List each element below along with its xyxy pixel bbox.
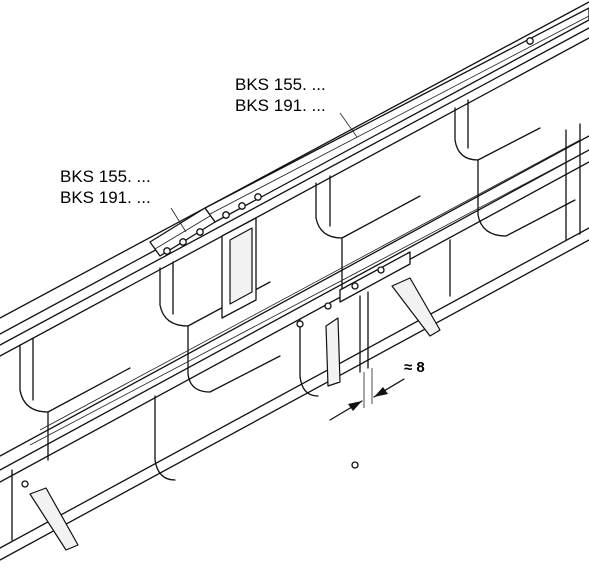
rail-screws — [163, 37, 534, 255]
callout-upper-line2: BKS 191. ... — [235, 96, 326, 115]
segment-joint — [359, 291, 369, 373]
lower-edge-rail — [21, 251, 411, 488]
cover-rail — [149, 7, 589, 257]
callout-lower-line2: BKS 191. ... — [60, 188, 151, 207]
support-brackets — [29, 277, 441, 551]
connector-bracket — [221, 217, 257, 319]
callout-upper: BKS 155. ... BKS 191. ... — [235, 74, 326, 116]
tray-ribs — [11, 99, 581, 541]
callout-lower-line1: BKS 155. ... — [60, 167, 151, 186]
callout-upper-line1: BKS 155. ... — [235, 75, 326, 94]
leader-lines — [170, 112, 358, 233]
gap-dimension-label: ≈ 8 — [404, 359, 425, 376]
gap-dimension-arrows — [329, 368, 405, 421]
inner-bottom-profile — [0, 135, 589, 561]
tray-floor — [29, 139, 589, 446]
callout-lower: BKS 155. ... BKS 191. ... — [60, 166, 151, 208]
